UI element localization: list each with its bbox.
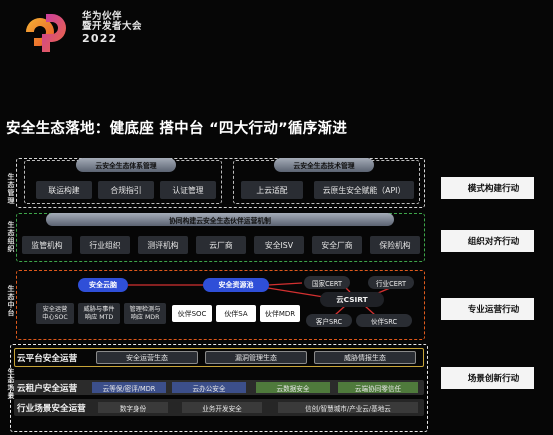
action-scenario-innovation: 场景创新行动 [441,367,546,389]
industry-ops-label: 行业场景安全运营 [17,404,86,414]
conference-logo-icon [26,14,66,52]
platform-ops-row [14,348,424,367]
platform-ops-item-1: 安全运营生态 [96,351,198,364]
side-label-scene: 生态场景 [7,368,15,400]
org-insurance: 保险机构 [370,236,420,254]
ecosystem-management-box [16,158,425,208]
action-label: 组织对齐行动 [467,237,520,247]
tech-management-head: 云安全生态技术管理 [274,158,374,172]
org-regulator: 监管机构 [22,236,72,254]
brain-mtd: 威胁与事件响应 MTD [78,303,120,324]
system-management-head: 云安全生态体系管理 [76,158,176,172]
security-cloud-brain: 安全云脑 [78,278,128,292]
national-cert: 国家CERT [304,276,350,289]
tenant-ops-item-3: 云数据安全 [256,382,330,393]
platform-ops-item-2: 漏洞管理生态 [205,351,307,364]
industry-ops-item-3: 信创/智慧城市/产业云/基地云 [278,402,418,413]
pool-partner-soc: 伙伴SOC [172,305,212,322]
customer-src: 客户SRC [306,314,352,327]
right-arrow-icon [441,367,534,389]
org-cloud-vendor: 云厂商 [196,236,246,254]
pool-partner-mdr: 伙伴MDR [260,305,300,322]
industry-ops-item-2: 业务开发安全 [182,402,262,413]
tenant-ops-item-1: 云等保/密评/MDR [92,382,166,393]
right-arrow-icon [441,298,534,320]
industry-cert: 行业CERT [368,276,414,289]
side-label-eco-org: 生态组织 [7,221,15,253]
item-joint-build: 联运构建 [36,181,92,199]
tenant-ops-item-4: 云端协同零信任 [338,382,418,393]
platform-ops-item-3: 威胁情报生态 [314,351,416,364]
brain-mdr: 管理检测与响应 MDR [124,303,166,324]
action-pro-operations: 专业运营行动 [441,298,546,320]
action-label: 模式构建行动 [467,184,520,194]
security-resource-pool: 安全资源池 [203,278,269,292]
item-cloud-native-enable: 云原生安全赋能（API） [314,181,414,199]
tenant-ops-item-2: 云办公安全 [172,382,246,393]
industry-ops-item-1: 数字身份 [98,402,168,413]
pool-partner-sa: 伙伴SA [216,305,256,322]
org-industry-body: 行业组织 [80,236,130,254]
tenant-ops-label: 云租户安全运营 [17,384,78,394]
page-title: 安全生态落地：健底座 搭中台 “四大行动”循序渐进 [6,121,348,137]
logo-line-2: 暨开发者大会 [82,20,143,32]
cloud-csirt: 云CSIRT [320,292,384,307]
ecosystem-midplatform-box [16,270,425,340]
item-compliance-guide: 合规指引 [98,181,154,199]
action-label: 场景创新行动 [467,374,520,384]
right-arrow-icon [441,177,534,199]
side-label-eco-midplat: 生态中台 [7,285,15,317]
logo-line-1: 华为伙伴 [82,11,123,22]
action-model-building: 模式构建行动 [441,177,546,199]
side-label-eco-mgmt: 生态管理 [7,173,15,205]
org-evaluation: 测评机构 [138,236,188,254]
logo-year: 2022 [82,31,118,45]
action-org-alignment: 组织对齐行动 [441,230,546,252]
right-arrow-icon [441,230,534,252]
partner-src: 伙伴SRC [356,314,412,327]
item-certification-mgmt: 认证管理 [160,181,216,199]
conference-name: 华为伙伴 暨开发者大会 2022 [82,12,142,44]
scenario-ops-box [10,344,428,432]
org-security-isv: 安全ISV [254,236,304,254]
platform-ops-label: 云平台安全运营 [17,354,78,364]
action-label: 专业运营行动 [467,305,520,315]
organization-mechanism-head: 协同构建云安全生态伙伴运营机制 [46,213,394,226]
brain-soc: 安全运营中心SOC [36,303,74,324]
item-cloud-adaptation: 上云适配 [241,181,303,199]
org-security-vendor: 安全厂商 [312,236,362,254]
